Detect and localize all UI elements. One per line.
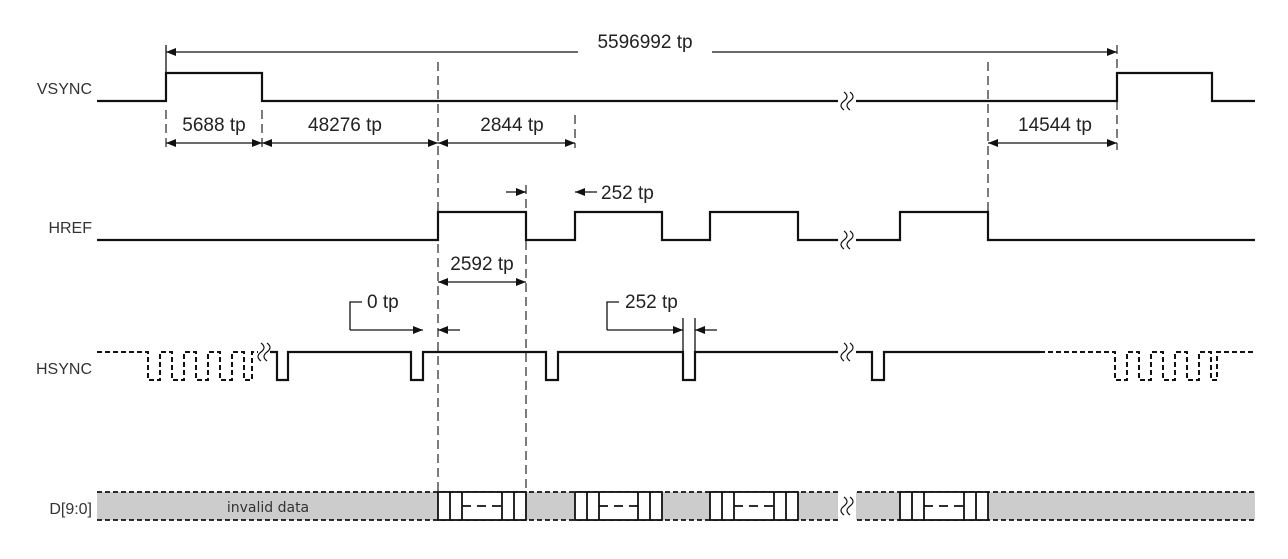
- vsync-width-value: 5688 tp: [182, 115, 245, 136]
- vsync-waveform: [97, 71, 1255, 111]
- invalid-data-label: invalid data: [227, 500, 309, 516]
- dim-vsync-to-href: 48276 tp: [262, 115, 438, 147]
- dim-vsync-width: 5688 tp: [166, 115, 262, 147]
- vsync-label: VSYNC: [37, 81, 92, 98]
- href-width-value: 2592 tp: [450, 254, 513, 275]
- vsync-to-href-value: 48276 tp: [308, 115, 382, 136]
- dim-href-width: 2592 tp: [438, 252, 526, 286]
- dim-line-period: 2844 tp: [438, 115, 575, 147]
- data-word-1: [437, 491, 527, 521]
- line-period-value: 2844 tp: [480, 115, 543, 136]
- data-word-3: [709, 491, 799, 521]
- hsync-label: HSYNC: [36, 361, 92, 378]
- data-word-2: [574, 491, 663, 521]
- last-href-to-vsync-value: 14544 tp: [1018, 115, 1092, 136]
- data-bus-label: D[9:0]: [49, 501, 92, 518]
- dim-hsync-to-href: 0 tp: [349, 292, 460, 334]
- href-waveform: [97, 210, 1255, 250]
- hsync-waveform: [97, 342, 1255, 382]
- hsync-gap-value: 252 tp: [625, 292, 678, 313]
- line-blank-value: 252 tp: [601, 183, 654, 204]
- dim-frame-period: 5596992 tp: [165, 28, 1117, 73]
- dim-line-blank: 252 tp: [506, 183, 654, 204]
- data-bus: invalid data: [97, 488, 1255, 524]
- frame-period-value: 5596992 tp: [597, 32, 692, 53]
- hsync-to-href-value: 0 tp: [367, 292, 399, 313]
- dim-last-href-to-vsync: 14544 tp: [988, 115, 1117, 147]
- dim-hsync-gap: 252 tp: [606, 292, 717, 352]
- data-word-4: [899, 491, 989, 521]
- href-label: HREF: [48, 220, 92, 237]
